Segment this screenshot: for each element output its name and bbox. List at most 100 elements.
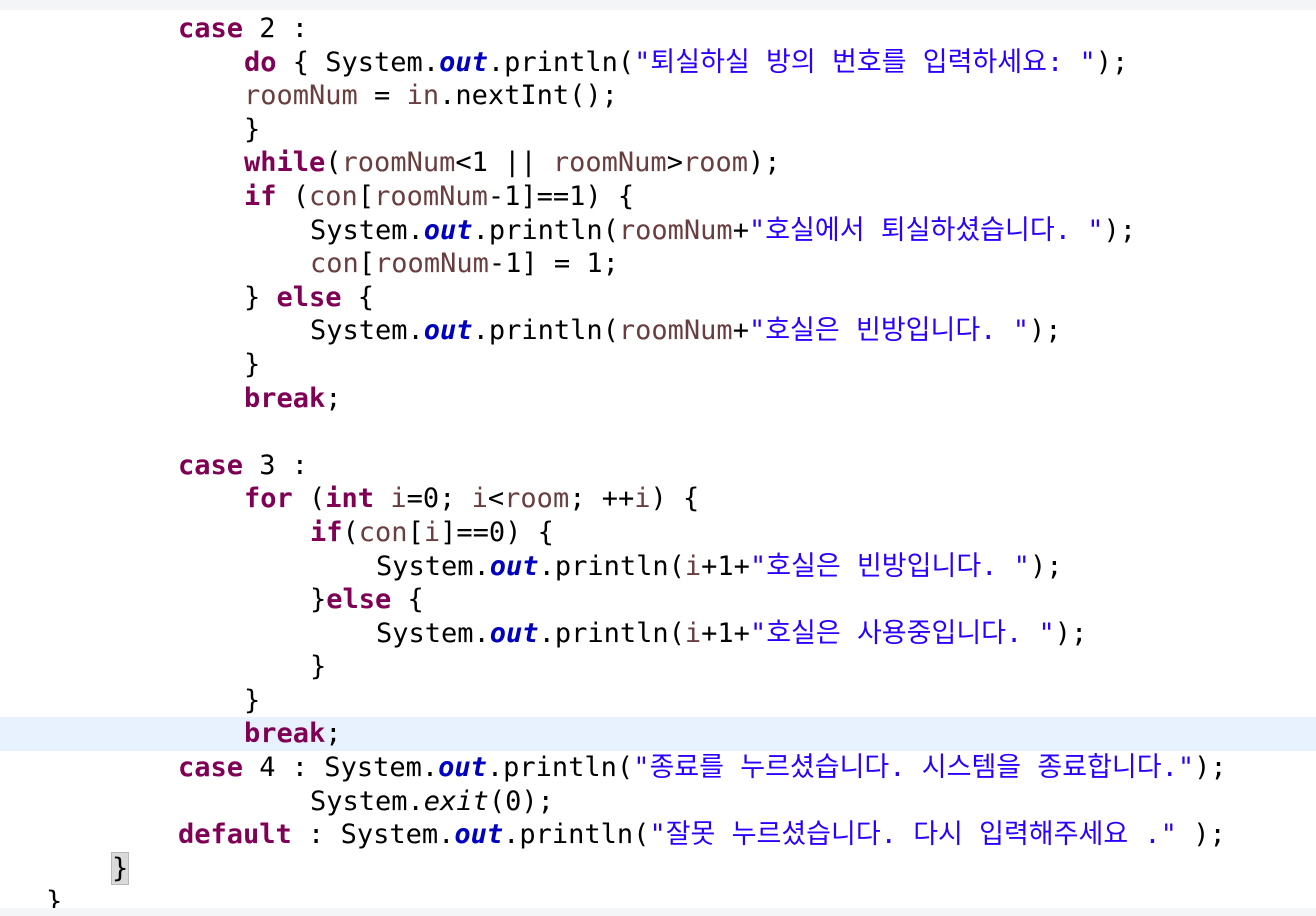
variable-token: roomNum bbox=[552, 147, 667, 179]
code-token: [ bbox=[357, 180, 375, 212]
code-token: { System. bbox=[276, 46, 440, 78]
keyword-token: case bbox=[178, 13, 244, 44]
code-token: = bbox=[357, 80, 407, 112]
code-token: +1+ bbox=[701, 617, 750, 649]
field-token: out bbox=[489, 617, 539, 649]
keyword-token: if bbox=[310, 516, 343, 548]
code-token: { bbox=[391, 584, 424, 616]
code-token: <1 || bbox=[455, 147, 553, 179]
code-line-current[interactable]: break; bbox=[0, 717, 1316, 752]
code-token: (0); bbox=[488, 785, 554, 817]
code-token: -1] = 1; bbox=[488, 248, 619, 280]
code-line[interactable]: System.out.println(i+1+"호실은 빈방입니다. "); bbox=[0, 550, 1316, 584]
keyword-token: break bbox=[244, 718, 326, 750]
code-token: + bbox=[732, 315, 749, 347]
keyword-token: for bbox=[244, 483, 293, 515]
code-token: ); bbox=[1103, 214, 1136, 246]
code-token: System. bbox=[376, 617, 490, 649]
code-line[interactable]: while(roomNum<1 || roomNum>room); bbox=[0, 146, 1316, 180]
code-line[interactable]: System.out.println(i+1+"호실은 사용중입니다. "); bbox=[0, 617, 1316, 651]
code-lines[interactable]: case 2 :do { System.out.println("퇴실하실 방의… bbox=[0, 12, 1316, 916]
code-line[interactable]: if(con[i]==0) { bbox=[0, 516, 1316, 550]
code-line[interactable]: for (int i=0; i<room; ++i) { bbox=[0, 482, 1316, 516]
code-line[interactable]: case 3 : bbox=[0, 449, 1316, 483]
string-literal: "퇴실하실 방의 번호를 입력하세요: " bbox=[634, 46, 1096, 78]
code-token: > bbox=[666, 147, 683, 179]
code-line[interactable] bbox=[0, 415, 1316, 449]
code-line[interactable]: } else { bbox=[0, 281, 1316, 315]
keyword-token: while bbox=[244, 147, 326, 179]
code-token: : System. bbox=[291, 819, 455, 851]
code-token: } bbox=[310, 584, 327, 616]
string-literal: "종료를 누르셨습니다. 시스템을 종료합니다." bbox=[633, 752, 1195, 784]
code-line[interactable]: System.out.println(roomNum+"호실에서 퇴실하셨습니다… bbox=[0, 214, 1316, 248]
code-line[interactable]: } bbox=[0, 348, 1316, 382]
editor-bottom-edge bbox=[0, 908, 1316, 916]
code-token: ( bbox=[342, 516, 359, 548]
code-token: .println( bbox=[487, 46, 635, 78]
code-token: 3 : bbox=[243, 449, 309, 481]
keyword-token: case bbox=[178, 449, 244, 481]
code-token: ) { bbox=[650, 483, 700, 515]
variable-token: i bbox=[423, 516, 441, 548]
string-literal: "호실에서 퇴실하셨습니다. " bbox=[748, 214, 1104, 246]
code-token: ; ++ bbox=[569, 483, 635, 515]
variable-token: i bbox=[390, 483, 407, 515]
code-line[interactable]: break; bbox=[0, 382, 1316, 416]
code-line[interactable]: } bbox=[0, 851, 1316, 886]
code-token: .println( bbox=[538, 617, 685, 649]
variable-token: roomNum bbox=[375, 248, 489, 280]
code-line[interactable]: } bbox=[0, 684, 1316, 718]
variable-token: con bbox=[358, 516, 408, 548]
matching-bracket: } bbox=[110, 851, 130, 885]
field-token: out bbox=[489, 550, 539, 582]
variable-token: roomNum bbox=[374, 180, 488, 212]
keyword-token: case bbox=[178, 752, 244, 784]
keyword-token: else bbox=[276, 281, 342, 313]
code-token bbox=[374, 483, 390, 514]
code-token: ; bbox=[325, 718, 342, 750]
code-line[interactable]: if (con[roomNum-1]==1) { bbox=[0, 180, 1316, 214]
code-line[interactable]: case 4 : System.out.println("종료를 누르셨습니다.… bbox=[0, 751, 1316, 785]
variable-token: roomNum bbox=[618, 315, 733, 347]
code-token: -1]==1) { bbox=[487, 180, 635, 212]
variable-token: i bbox=[471, 483, 488, 515]
code-line[interactable]: do { System.out.println("퇴실하실 방의 번호를 입력하… bbox=[0, 46, 1316, 80]
field-token: out bbox=[439, 46, 488, 78]
code-token: } bbox=[244, 348, 261, 380]
code-line[interactable]: System.out.println(roomNum+"호실은 빈방입니다. "… bbox=[0, 314, 1316, 348]
code-token: ; bbox=[325, 382, 342, 414]
code-token: ); bbox=[1054, 617, 1088, 649]
code-token: .nextInt(); bbox=[439, 80, 618, 112]
variable-token: con bbox=[309, 180, 358, 212]
code-token: ); bbox=[747, 147, 781, 179]
variable-token: i bbox=[684, 550, 702, 582]
field-token: out bbox=[438, 752, 487, 784]
code-token: =0; bbox=[406, 483, 472, 515]
variable-token: room bbox=[682, 147, 748, 179]
code-line[interactable]: roomNum = in.nextInt(); bbox=[0, 79, 1316, 113]
keyword-token: break bbox=[244, 382, 326, 414]
variable-token: room bbox=[504, 483, 570, 515]
keyword-token: else bbox=[326, 584, 392, 616]
code-line[interactable]: con[roomNum-1] = 1; bbox=[0, 247, 1316, 281]
code-token: System. bbox=[310, 785, 424, 817]
code-line[interactable]: System.exit(0); bbox=[0, 785, 1316, 819]
code-line[interactable]: } bbox=[0, 650, 1316, 684]
code-token: System. bbox=[376, 550, 490, 582]
variable-token: roomNum bbox=[618, 214, 733, 246]
keyword-token: int bbox=[325, 483, 375, 515]
code-token: } bbox=[244, 684, 261, 716]
code-token: ); bbox=[1029, 550, 1063, 582]
code-token: .println( bbox=[472, 315, 619, 347]
string-literal: "잘못 누르셨습니다. 다시 입력해주세요 ." bbox=[649, 819, 1177, 851]
code-line[interactable]: default : System.out.println("잘못 누르셨습니다.… bbox=[0, 818, 1316, 852]
code-line[interactable]: }else { bbox=[0, 583, 1316, 617]
field-token: out bbox=[454, 819, 504, 851]
code-token: ); bbox=[1194, 752, 1227, 784]
code-line[interactable]: case 2 : bbox=[0, 12, 1316, 46]
code-token: } bbox=[244, 281, 277, 313]
code-line[interactable]: } bbox=[0, 113, 1316, 147]
code-token: [ bbox=[358, 248, 376, 280]
